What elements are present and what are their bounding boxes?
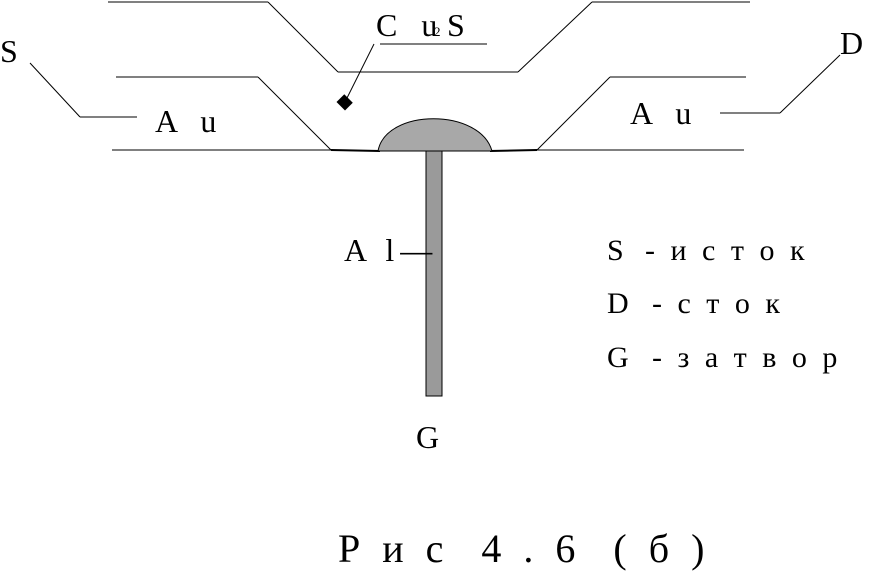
au-right-slope (536, 76, 611, 151)
cu2s-label-subscript: 2 (434, 24, 441, 39)
cu2s-label-base: C u (376, 7, 445, 43)
au-right-contact (489, 149, 538, 152)
drain-electrode (489, 54, 841, 152)
legend-letter-drain: D (607, 287, 629, 320)
source-leader-slope (29, 62, 81, 118)
source-electrode (29, 62, 381, 152)
au-left-slope (257, 76, 332, 151)
aluminum-label: A l— (344, 232, 438, 268)
gold-left-label: A u (155, 103, 224, 139)
gate-electrode-bar (425, 150, 443, 397)
legend-text-source: - и с т о к (645, 234, 809, 267)
drain-leader-slope (779, 54, 841, 114)
source-letter-label: S (0, 33, 18, 69)
legend-letter-source: S (607, 234, 624, 267)
cu2s-label-end: S (447, 7, 465, 43)
cu2s-pointer-marker (336, 94, 353, 111)
cu2s-right-slope (517, 1, 593, 73)
cu2s-left-slope (267, 1, 339, 73)
gold-right-label: A u (630, 95, 699, 131)
figure-caption: Р и с 4 . 6 ( б ) (338, 526, 710, 571)
semiconductor-dome (377, 118, 493, 152)
cu2s-layer (108, 1, 750, 111)
gate-letter-label: G (416, 419, 439, 455)
cu2s-pointer-line (345, 43, 375, 101)
legend-text-drain: - с т о к (652, 287, 784, 320)
au-left-contact (330, 149, 381, 152)
legend-text-gate: - з а т в о р (652, 341, 841, 374)
legend-letter-gate: G (607, 341, 629, 374)
drain-letter-label: D (840, 25, 863, 61)
legend: S - и с т о к D - с т о к G - з а т в о … (607, 234, 841, 374)
